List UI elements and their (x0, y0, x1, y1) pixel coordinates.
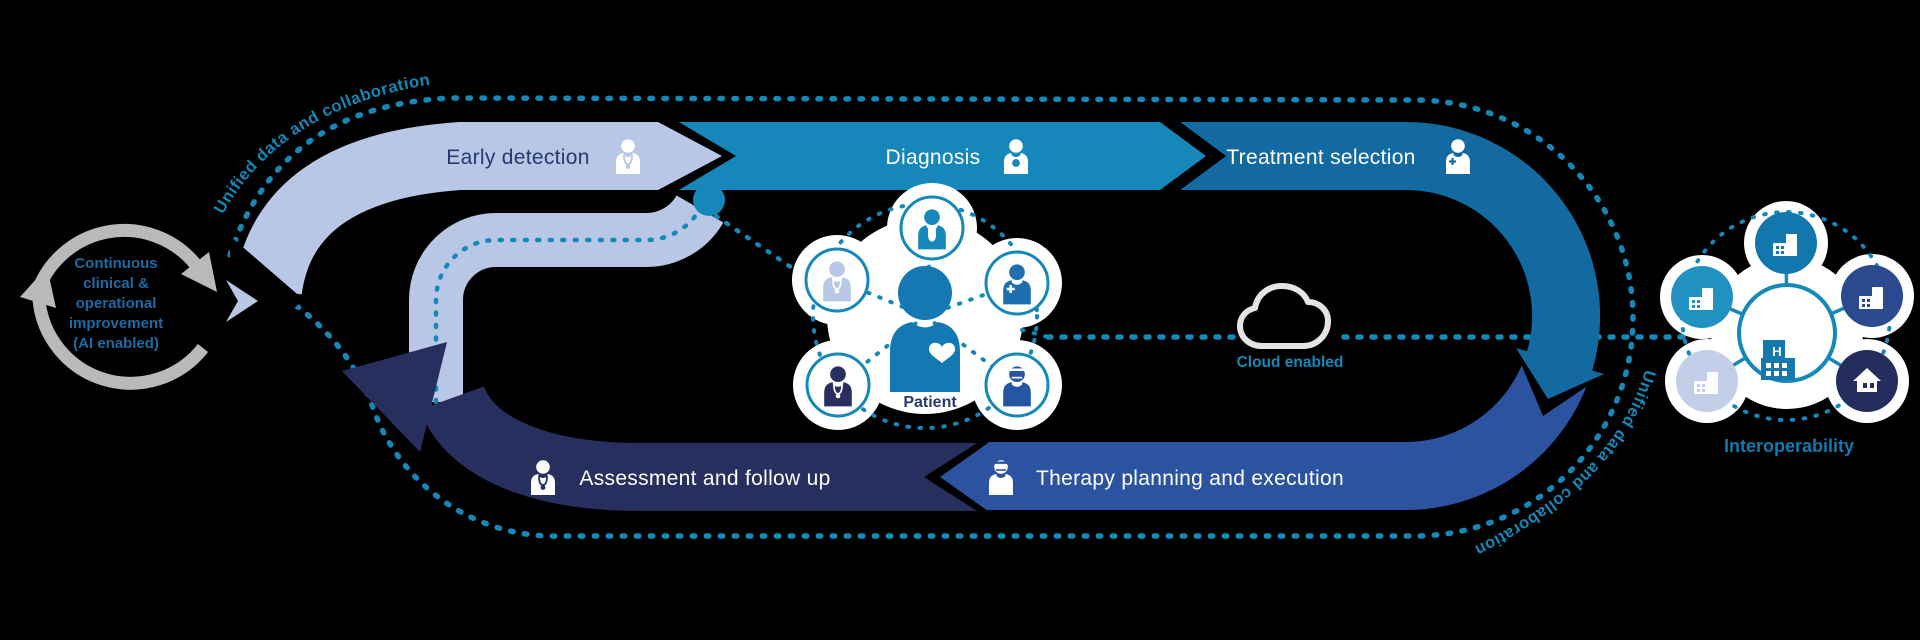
chevron-gap-entry (230, 236, 304, 360)
patient-label: Patient (903, 394, 957, 411)
stage-treatment-band (1164, 122, 1601, 373)
interop-home-icon (1836, 350, 1898, 412)
interop-satellites (1671, 212, 1903, 412)
assessment-arrowhead (342, 342, 447, 452)
interop-site-left-icon (1671, 266, 1733, 328)
treatment-doctor-icon (1446, 139, 1470, 174)
feedback-curl-endcap (693, 184, 725, 216)
hub-satellites (804, 195, 1050, 418)
unified-data-dotted-loop (227, 95, 1636, 539)
svg-text:operational: operational (76, 295, 157, 312)
hospital-h-label: H (1772, 344, 1781, 359)
hospital-center-icon: H (1761, 340, 1795, 380)
stage-early-band (234, 122, 658, 296)
entry-chevron-icon (226, 280, 258, 322)
stage-treatment-label: Treatment selection (1226, 146, 1415, 169)
hub-doctor-plus-icon (984, 250, 1050, 316)
svg-text:clinical &: clinical & (83, 275, 149, 292)
hub-caregiver-light-icon (804, 247, 870, 313)
cycle-arc-top (29, 223, 202, 298)
svg-text:Continuous: Continuous (74, 255, 157, 272)
stage-early-label: Early detection (446, 146, 589, 169)
cloud-icon (1237, 283, 1331, 349)
hub-caregiver-shield-icon (899, 195, 965, 261)
interoperability-cluster: H (1660, 201, 1914, 456)
feedback-curl-dotted-line (433, 206, 703, 405)
interop-site-right-icon (1841, 265, 1903, 327)
cloud-enabled: Cloud enabled (1237, 283, 1344, 371)
stage-assessment-band (420, 384, 988, 511)
diagnosis-clinician-icon (1004, 139, 1028, 174)
patient-figure-icon (890, 266, 960, 392)
cycle-label: Continuous clinical & operational improv… (69, 255, 163, 352)
cloud-enabled-label: Cloud enabled (1237, 354, 1344, 371)
early-detection-clinician-icon (616, 139, 640, 174)
cycle-arc-bottom (32, 299, 209, 390)
svg-text:(AI enabled): (AI enabled) (73, 335, 159, 352)
interop-site-bottom-left-icon (1676, 350, 1738, 412)
hub-clinician-navy-icon (805, 352, 871, 418)
patient-hub: Patient (792, 183, 1062, 430)
stage-assessment-label: Assessment and follow up (579, 467, 830, 490)
cycle-arrowhead-right-icon (181, 252, 217, 292)
feedback-curl (409, 184, 801, 405)
svg-text:improvement: improvement (69, 315, 163, 332)
assessment-clinician-icon (531, 460, 555, 495)
therapy-arrow-tip (940, 443, 988, 511)
stage-labels: Early detection Diagnosis Treatment sele… (446, 139, 1470, 495)
curl-to-hub-dotted-line (713, 213, 801, 275)
hub-surgeon-icon (984, 352, 1050, 418)
stage-diagnosis-band (662, 122, 1160, 190)
diagnosis-arrow-tip (1160, 122, 1206, 190)
continuous-improvement-cycle: Continuous clinical & operational improv… (20, 223, 217, 390)
stage-diagnosis-label: Diagnosis (886, 146, 981, 169)
interop-site-top-icon (1755, 212, 1817, 274)
early-arrow-tip (658, 122, 722, 190)
treatment-arrow-tip (1516, 348, 1604, 399)
cycle-arrowhead-left-icon (20, 267, 56, 308)
therapy-surgeon-icon (989, 460, 1013, 495)
stage-therapy-label: Therapy planning and execution (1036, 467, 1344, 490)
interoperability-label: Interoperability (1724, 436, 1854, 456)
stage-therapy-band (988, 358, 1588, 510)
